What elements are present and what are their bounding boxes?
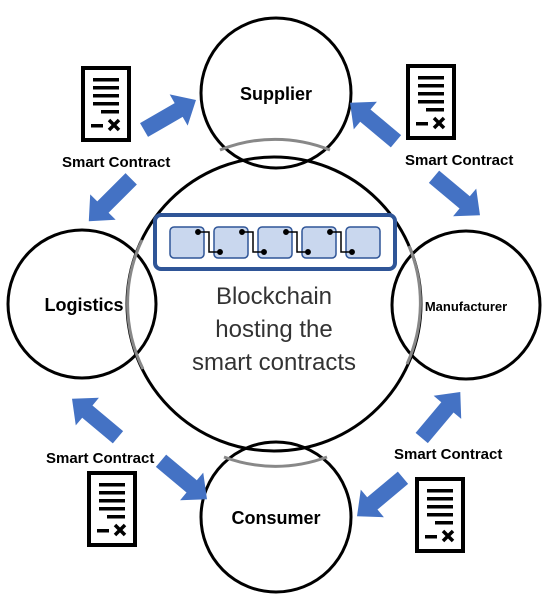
smart-contract-label-bottom-right: Smart Contract (394, 446, 502, 463)
arrow-to-supplier-right (338, 88, 408, 156)
arrow-to-supplier (135, 84, 205, 146)
center-line-1: Blockchain (216, 283, 332, 310)
manufacturer-label: Manufacturer (425, 299, 507, 314)
contract-document-icon (81, 66, 131, 142)
blockchain-chain (153, 213, 397, 271)
arrow-to-manufacturer (422, 162, 492, 230)
contract-document-icon (406, 64, 456, 140)
arrow-to-consumer-left (149, 446, 219, 514)
consumer-label: Consumer (231, 508, 320, 528)
contract-document-icon (415, 477, 465, 553)
smart-contract-label-top-right: Smart Contract (405, 152, 513, 169)
arrow-to-consumer-right (345, 463, 415, 531)
manufacturer-node (390, 229, 542, 381)
blockchain-block-icon (169, 226, 381, 259)
supplier-node (199, 16, 353, 170)
consumer-node (199, 440, 353, 594)
center-line-3: smart contracts (192, 349, 356, 376)
smart-contract-label-bottom-left: Smart Contract (46, 450, 154, 467)
supplier-label: Supplier (240, 84, 312, 104)
contract-document-icon (87, 471, 137, 547)
center-line-2: hosting the (215, 316, 332, 343)
arrow-to-logistics (76, 166, 144, 234)
logistics-node (6, 228, 158, 380)
arrow-to-logistics-bottom (60, 384, 130, 452)
smart-contract-label-top-left: Smart Contract (62, 154, 170, 171)
arrow-manufacturer-to-consumer-top (407, 380, 475, 450)
logistics-label: Logistics (44, 295, 123, 315)
